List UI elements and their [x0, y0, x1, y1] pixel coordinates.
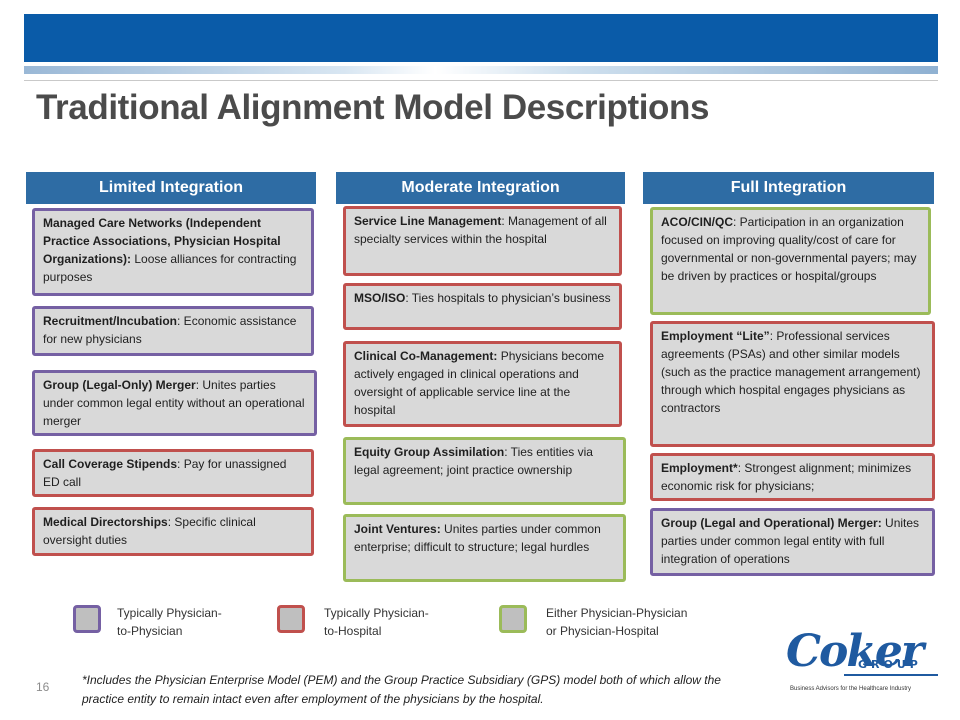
slide-number: 16	[36, 680, 50, 694]
model-box: Employment “Lite”: Professional services…	[650, 321, 935, 447]
model-label: Employment “Lite”	[661, 329, 770, 343]
model-description: : Management of all specialty services w…	[354, 214, 607, 246]
model-box: Group (Legal and Operational) Merger: Un…	[650, 508, 935, 576]
model-description: Unites parties under common legal entity…	[661, 516, 920, 566]
model-label: Equity Group Assimilation	[354, 445, 505, 459]
logo-name: Coker	[786, 626, 924, 677]
model-description: : Ties entities via legal agreement; joi…	[354, 445, 593, 477]
model-label: Recruitment/Incubation	[43, 314, 178, 328]
model-description: : Ties hospitals to physician’s business	[405, 291, 611, 305]
coker-group-logo: Coker GROUP Business Advisors for the He…	[784, 626, 944, 698]
model-label: Call Coverage Stipends	[43, 457, 178, 471]
page-title: Traditional Alignment Model Descriptions	[36, 88, 710, 127]
model-description: : Economic assistance for new physicians	[43, 314, 297, 346]
footnote: *Includes the Physician Enterprise Model…	[82, 673, 721, 706]
legend-swatch-physician-to-hospital	[277, 605, 305, 633]
model-box: Recruitment/Incubation: Economic assista…	[32, 306, 314, 356]
legend-swatch-physician-to-physician	[73, 605, 101, 633]
model-label: Joint Ventures:	[354, 522, 441, 536]
model-box: Call Coverage Stipends: Pay for unassign…	[32, 449, 314, 497]
model-description: : Unites parties under common legal enti…	[43, 378, 305, 428]
header-rule	[24, 80, 938, 81]
model-box: Clinical Co-Management: Physicians becom…	[343, 341, 622, 427]
model-label: Service Line Management	[354, 214, 502, 228]
header-bar	[24, 14, 938, 62]
logo-sub: GROUP	[858, 658, 922, 671]
model-box: Equity Group Assimilation: Ties entities…	[343, 437, 626, 505]
model-box: Joint Ventures: Unites parties under com…	[343, 514, 626, 582]
column-header-full: Full Integration	[643, 172, 934, 204]
model-label: Managed Care Networks (Independent Pract…	[43, 216, 281, 266]
column-header-limited: Limited Integration	[26, 172, 316, 204]
model-label: Group (Legal-Only) Merger	[43, 378, 196, 392]
legend-label-physician-to-physician: Typically Physician- to-Physician	[117, 606, 222, 638]
model-description: : Professional services agreements (PSAs…	[661, 329, 921, 415]
header-swoosh	[24, 66, 938, 74]
model-description: Unites parties under common enterprise; …	[354, 522, 601, 554]
legend-swatch-either	[499, 605, 527, 633]
model-label: Clinical Co-Management:	[354, 349, 498, 363]
model-box: MSO/ISO: Ties hospitals to physician’s b…	[343, 283, 622, 330]
model-box: Medical Directorships: Specific clinical…	[32, 507, 314, 556]
model-description: Loose alliances for contracting purposes	[43, 252, 297, 284]
model-box: Managed Care Networks (Independent Pract…	[32, 208, 314, 296]
column-header-moderate: Moderate Integration	[336, 172, 625, 204]
model-description: : Specific clinical oversight duties	[43, 515, 256, 547]
model-label: Medical Directorships	[43, 515, 168, 529]
model-box: Group (Legal-Only) Merger: Unites partie…	[32, 370, 317, 436]
model-description: : Participation in an organization focus…	[661, 215, 917, 283]
model-label: MSO/ISO	[354, 291, 406, 305]
legend-label-either: Either Physician-Physician or Physician-…	[546, 606, 688, 638]
logo-tagline: Business Advisors for the Healthcare Ind…	[790, 686, 912, 692]
model-label: ACO/CIN/QC	[661, 215, 733, 229]
model-box: ACO/CIN/QC: Participation in an organiza…	[650, 207, 931, 315]
legend-label-physician-to-hospital: Typically Physician- to-Hospital	[324, 606, 429, 638]
model-description: : Pay for unassigned ED call	[43, 457, 287, 489]
model-description: Physicians become actively engaged in cl…	[354, 349, 605, 417]
model-box: Service Line Management: Management of a…	[343, 206, 622, 276]
logo-underline	[844, 674, 938, 676]
model-label: Group (Legal and Operational) Merger:	[661, 516, 882, 530]
model-description: : Strongest alignment; minimizes economi…	[661, 461, 912, 493]
model-box: Employment*: Strongest alignment; minimi…	[650, 453, 935, 501]
model-label: Employment*	[661, 461, 738, 475]
